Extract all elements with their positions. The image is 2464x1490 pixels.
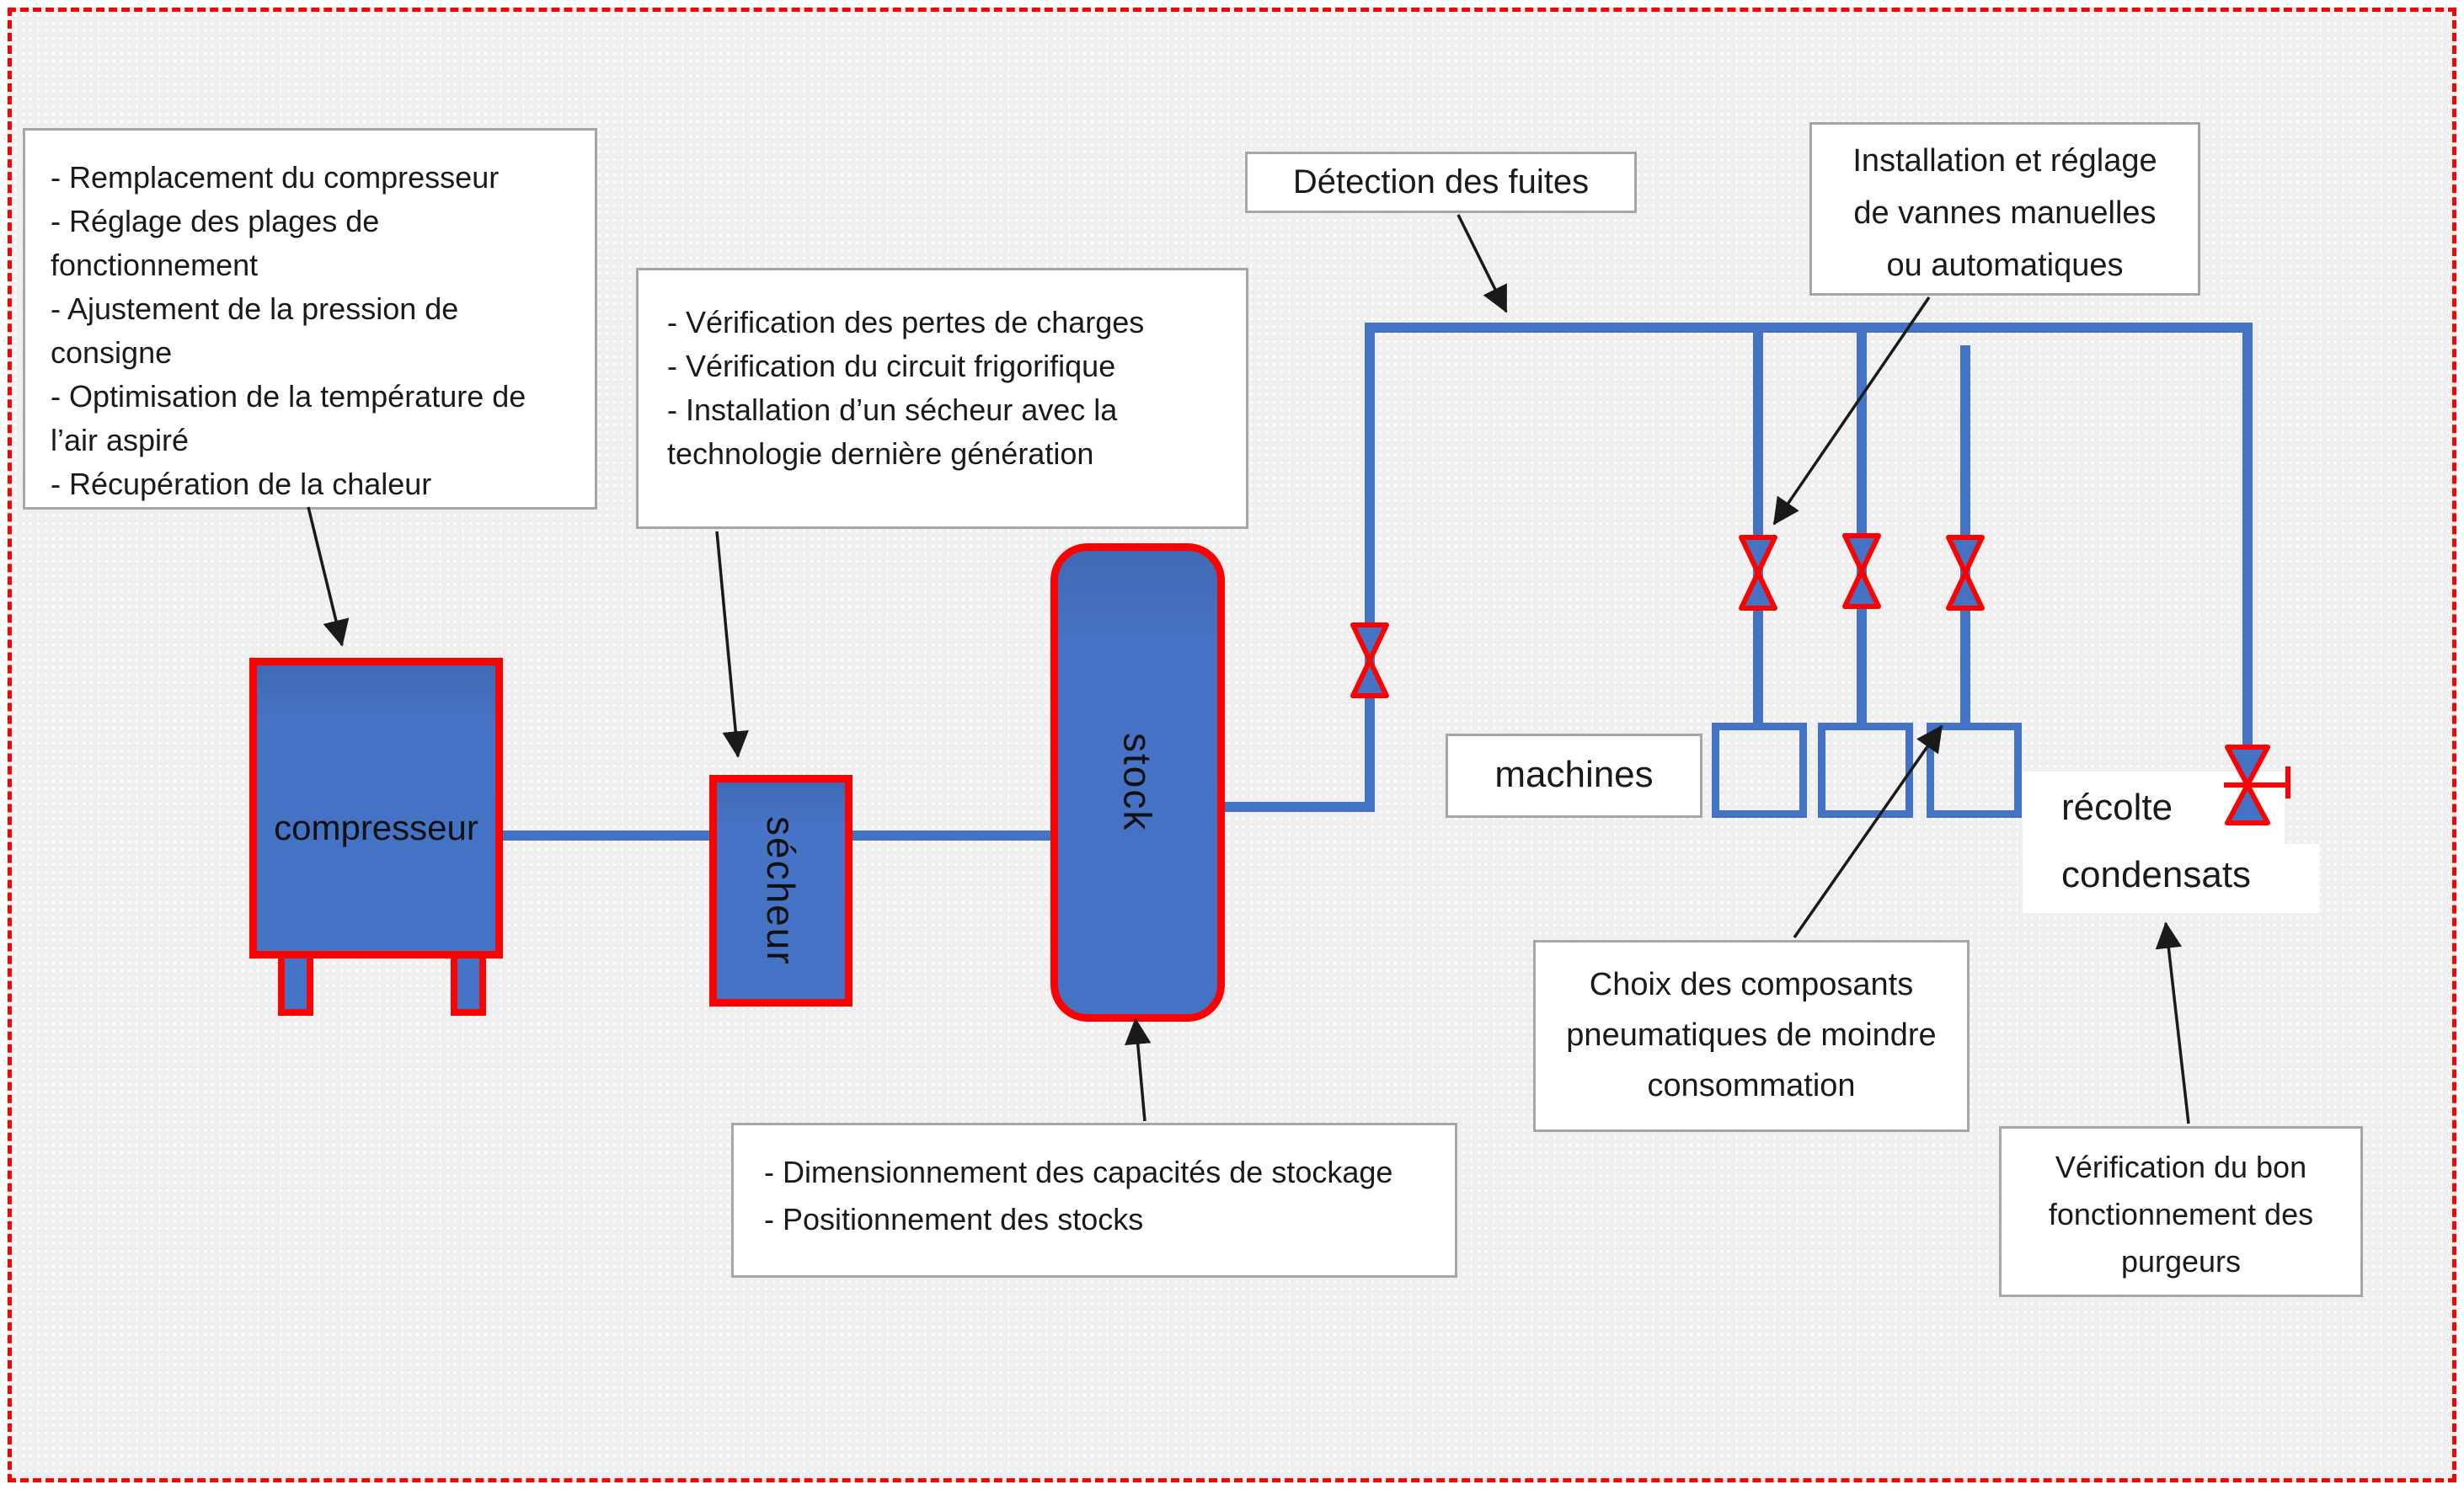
machine-box-1 [1712,723,1807,818]
machine-box-3 [1927,723,2022,818]
stock-tank-shape: stock [1050,543,1225,1022]
leak-detection-box: Détection des fuites [1245,152,1637,213]
compressor-shape: compresseur [249,658,503,959]
pneumatic-choice-box: Choix des composants pneumatiques de moi… [1533,940,1970,1132]
valve-installation-box: Installation et réglage de vannes manuel… [1809,122,2200,296]
dryer-advice-box: - Vérification des pertes de charges - V… [636,268,1248,529]
machine-box-2 [1818,723,1913,818]
dryer-shape: sécheur [709,775,853,1007]
storage-advice-box: - Dimensionnement des capacités de stock… [731,1123,1457,1278]
machines-label-box: machines [1446,734,1702,818]
compressor-label: compresseur [274,807,478,847]
condensate-label-line2: condensats [2023,844,2319,913]
compressor-leg-right [451,952,486,1016]
stock-label: stock [1115,733,1160,832]
purge-check-box: Vérification du bon fonctionnement des p… [1999,1126,2363,1297]
compressor-leg-left [278,952,313,1016]
compressor-advice-box: - Remplacement du compresseur - Réglage … [23,128,597,510]
dryer-label: sécheur [759,815,803,966]
condensate-label-line1: récolte [2023,772,2285,844]
